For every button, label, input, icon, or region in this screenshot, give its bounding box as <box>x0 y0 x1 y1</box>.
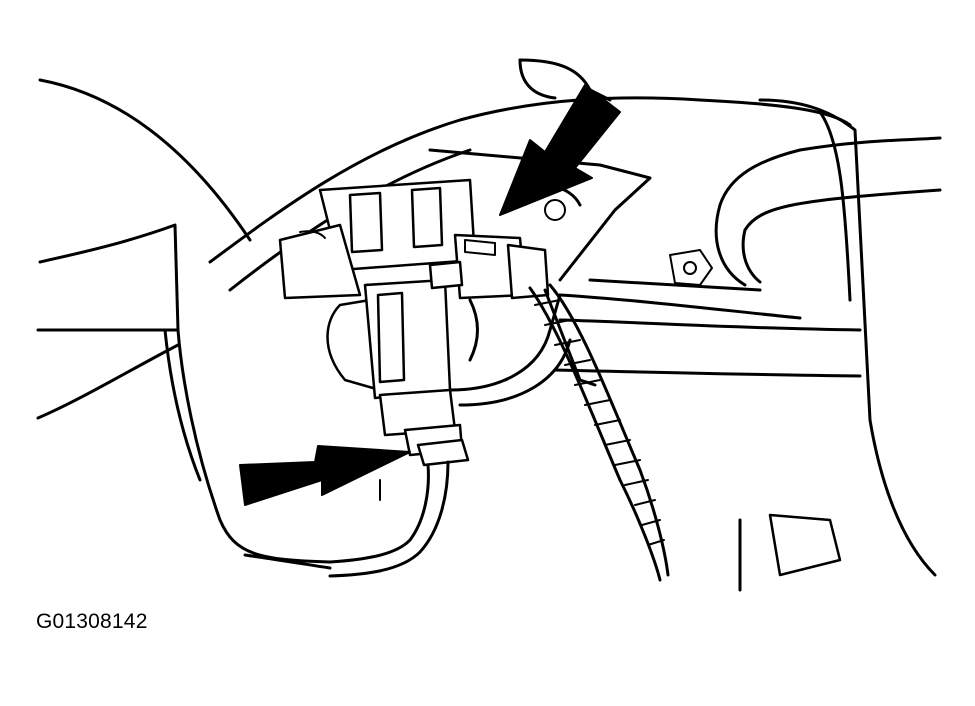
body-rail <box>553 278 862 378</box>
upper-tube <box>208 58 937 577</box>
callout-arrow-upper <box>499 84 621 216</box>
figure-id-label: G01308142 <box>36 610 148 633</box>
electrical-connector <box>428 233 550 362</box>
lower-hose <box>243 438 470 578</box>
valve-body <box>278 178 477 457</box>
right-hose <box>714 136 942 287</box>
callout-arrow-lower <box>239 445 411 506</box>
lower-bracket <box>379 479 842 592</box>
wiring-harness <box>528 283 670 582</box>
left-body-panel <box>36 78 332 564</box>
